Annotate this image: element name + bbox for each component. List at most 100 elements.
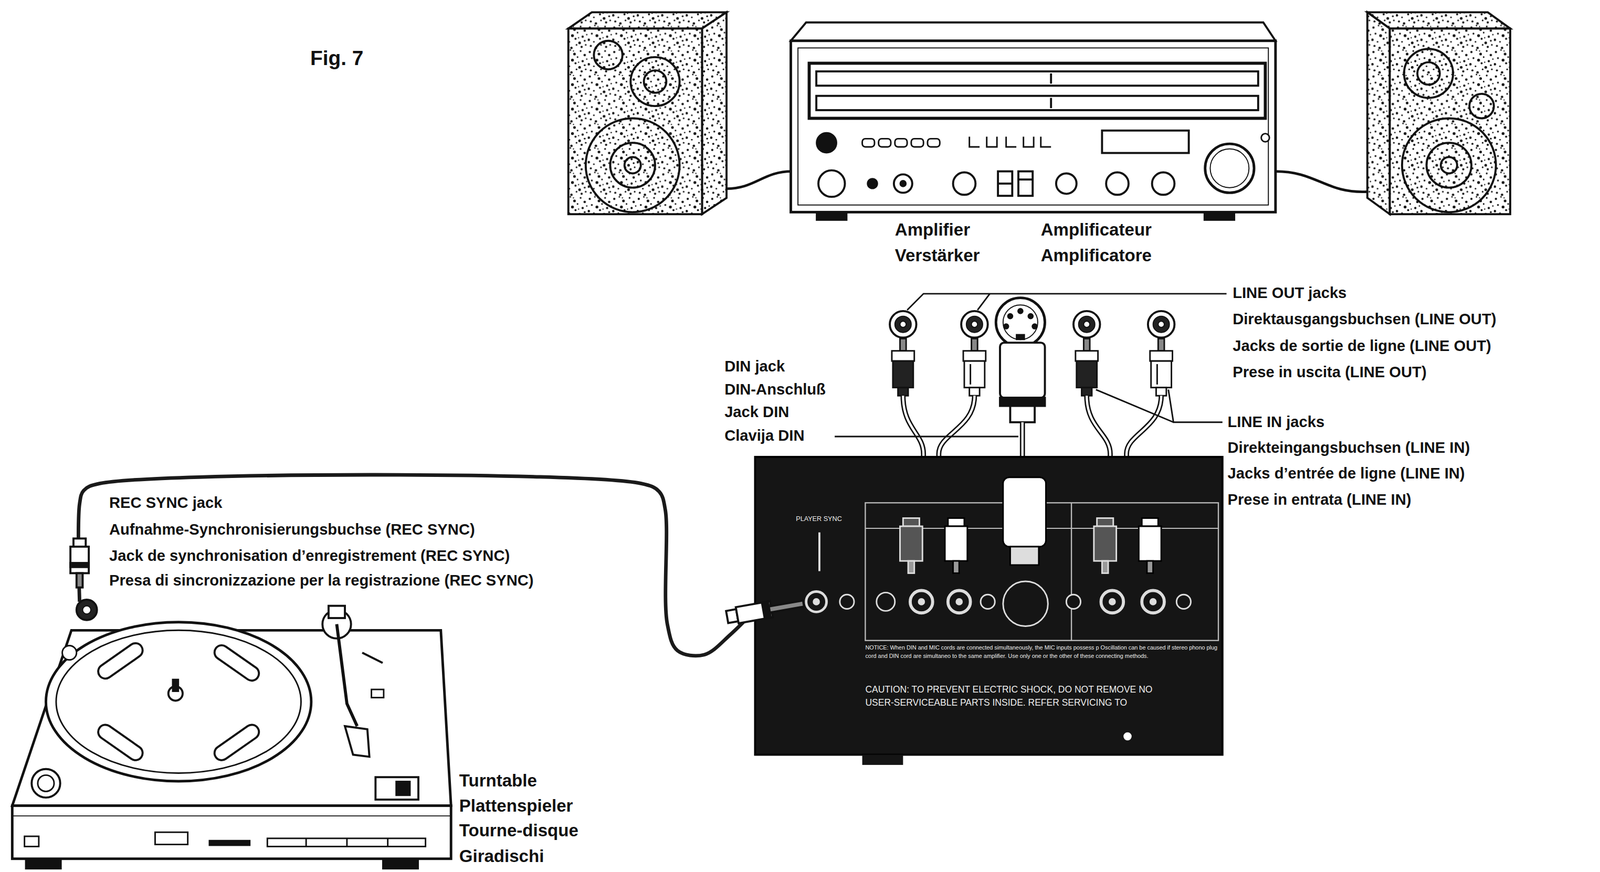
turntable-illustration	[45, 622, 311, 782]
figure-number: Fig. 7	[310, 46, 364, 71]
din-socket	[1027, 313, 1034, 320]
rca-jack	[900, 321, 907, 328]
device-name: Amplifier	[895, 220, 971, 241]
turntable-illustration	[345, 838, 348, 848]
deck-jack	[1150, 598, 1157, 606]
amplifier-illustration	[997, 171, 1013, 197]
speaker-cabinet	[644, 70, 667, 93]
din-socket	[1017, 308, 1024, 314]
callout-label: Prese in entrata (LINE IN)	[1227, 490, 1412, 509]
deck-jack	[980, 594, 995, 609]
callout-label: Jack DIN	[724, 403, 789, 421]
speaker-cabinet	[568, 28, 703, 215]
rca-plug	[1076, 361, 1098, 388]
turntable-illustration	[154, 832, 188, 845]
callout-label: Direkteingangsbuchsen (LINE IN)	[1227, 438, 1470, 457]
rca-plug	[1093, 526, 1117, 562]
rca-plug	[1101, 561, 1109, 574]
rca-plug	[1150, 351, 1173, 362]
callout-label: Clavija DIN	[724, 426, 805, 445]
mini-plug	[70, 538, 89, 588]
rca-plug	[1083, 338, 1090, 351]
deck-jack	[806, 581, 1192, 627]
amplifier-unit: AmplifierVerstärkerAmplificateurAmplific…	[791, 40, 1276, 278]
turntable-illustration	[12, 815, 451, 817]
rca-jack	[1148, 311, 1175, 339]
rca-jack	[895, 316, 912, 333]
din-socket	[1032, 323, 1038, 330]
amplifier-illustration	[791, 40, 1276, 213]
deck-jack	[1003, 581, 1049, 627]
speaker-cabinet	[630, 57, 680, 107]
mini-plug	[73, 538, 86, 547]
amplifier-illustration	[969, 136, 1052, 147]
amplifier-illustration	[1205, 143, 1255, 193]
mini-plug	[70, 563, 89, 568]
rca-jack	[1153, 316, 1170, 333]
turntable-illustration	[375, 777, 419, 800]
turntable-illustration	[31, 769, 60, 798]
rca-jack	[1083, 321, 1090, 328]
deck-jack	[839, 594, 855, 609]
deck-rear-panel	[754, 457, 1223, 766]
rca-jack	[961, 311, 988, 339]
deck-rear-panel	[754, 457, 1223, 756]
rca-plug	[891, 351, 915, 362]
rca-plug	[953, 561, 960, 574]
din-socket	[995, 298, 1045, 347]
callout-label: Aufnahme-Synchronisierungsbuchse (REC SY…	[109, 520, 476, 539]
speaker-cabinet	[1390, 28, 1511, 215]
turntable-illustration	[95, 640, 146, 682]
rca-plug	[1138, 526, 1162, 562]
speaker-cabinet	[701, 12, 727, 215]
device-name: Amplificateur	[1040, 220, 1152, 241]
amplifier-illustration	[1209, 149, 1249, 188]
rec-sync-socket	[82, 606, 91, 615]
device-name: Plattenspieler	[459, 796, 574, 817]
turntable-illustration	[37, 775, 55, 792]
leader-line	[907, 293, 1227, 311]
turntable-illustration	[382, 859, 419, 870]
rca-plug	[1151, 361, 1172, 388]
deck-jack	[918, 598, 925, 606]
amplifier-illustration	[862, 138, 875, 147]
deck-rear-panel	[862, 754, 904, 765]
leader-line	[1168, 390, 1223, 423]
amplifier-illustration	[1106, 172, 1129, 196]
amplifier-illustration	[808, 63, 1266, 119]
amplifier-illustration	[816, 71, 1259, 86]
turntable-illustration	[211, 643, 262, 684]
leader-line	[834, 293, 1227, 437]
deck-rear-panel	[1070, 502, 1072, 641]
deck-jack	[876, 592, 896, 612]
rec-sync-socket	[76, 600, 98, 621]
rca-plug	[1158, 338, 1165, 351]
turntable-illustration	[24, 836, 39, 847]
deck-jack	[1066, 594, 1081, 609]
amplifier-illustration	[867, 178, 878, 189]
turntable-illustration	[12, 806, 451, 860]
leader-line	[1096, 390, 1174, 423]
device-name: Giradischi	[459, 846, 545, 867]
rca-plug	[1081, 387, 1092, 397]
panel-print: PLAYER SYNC	[795, 514, 842, 524]
rca-plug	[898, 387, 909, 397]
turntable-illustration	[12, 606, 451, 870]
amplifier-illustration	[997, 182, 1013, 185]
turntable-illustration	[386, 838, 389, 848]
deck-jack	[910, 591, 933, 614]
turntable-illustration	[362, 653, 383, 663]
rca-plug	[908, 561, 915, 574]
speaker-cabinet	[1417, 62, 1440, 86]
rca-plug	[948, 518, 965, 527]
callout-label: DIN-Anschluß	[724, 380, 826, 399]
rca-plug	[944, 526, 968, 562]
turntable-illustration	[344, 726, 370, 757]
leader-line	[834, 436, 1019, 438]
speaker-cabinet	[585, 118, 680, 213]
din-socket	[1016, 334, 1025, 341]
mini-plug	[769, 601, 805, 614]
amplifier-illustration	[791, 22, 1276, 221]
din-plug	[1003, 477, 1047, 566]
amplifier-illustration	[1101, 130, 1189, 154]
